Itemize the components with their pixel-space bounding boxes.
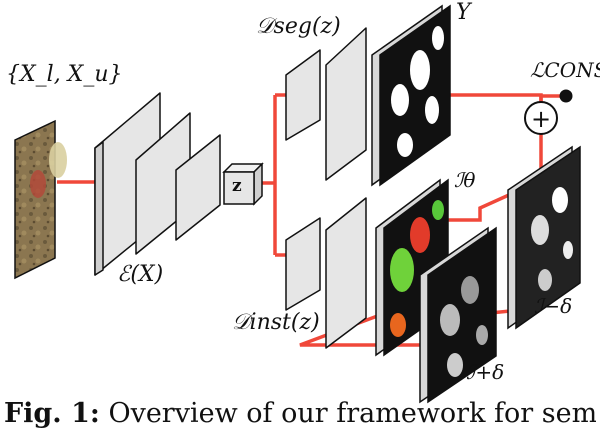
- theta-label: ℐθ: [454, 168, 476, 192]
- gt-label: Y: [456, 0, 471, 25]
- figure-caption: Fig. 1: Overview of our framework for se…: [4, 398, 596, 428]
- latent-box: [222, 162, 264, 206]
- encoder-blocks: [94, 92, 221, 276]
- y-map: [371, 4, 451, 187]
- connector-plus-loss: [539, 94, 566, 102]
- caption-prefix: Fig. 1:: [4, 398, 100, 428]
- delta-plus-map: [419, 226, 497, 404]
- delta-minus-label: ℐ−δ: [534, 294, 573, 318]
- delta-plus-label: ℐ+δ: [466, 360, 505, 384]
- seg-decoder-label: 𝒟seg(z): [256, 14, 341, 39]
- latent-label: z: [232, 176, 242, 196]
- loss-label: ℒCONS: [530, 58, 600, 82]
- plus-symbol: +: [531, 105, 551, 133]
- inst-decoder-label: 𝒟inst(z): [232, 310, 320, 335]
- input-label: {X_l, X_u}: [6, 62, 123, 87]
- delta-minus-map: [507, 145, 581, 330]
- encoder-label: ℰ(X): [117, 262, 164, 287]
- caption-text: Overview of our framework for semi-: [99, 398, 596, 428]
- connector-theta-right: [440, 188, 521, 222]
- input-image: [14, 119, 67, 280]
- loss-node: [559, 89, 573, 103]
- seg-decoder-blocks: [285, 27, 367, 181]
- inst-decoder-blocks: [285, 197, 367, 349]
- plus-node: +: [524, 101, 558, 135]
